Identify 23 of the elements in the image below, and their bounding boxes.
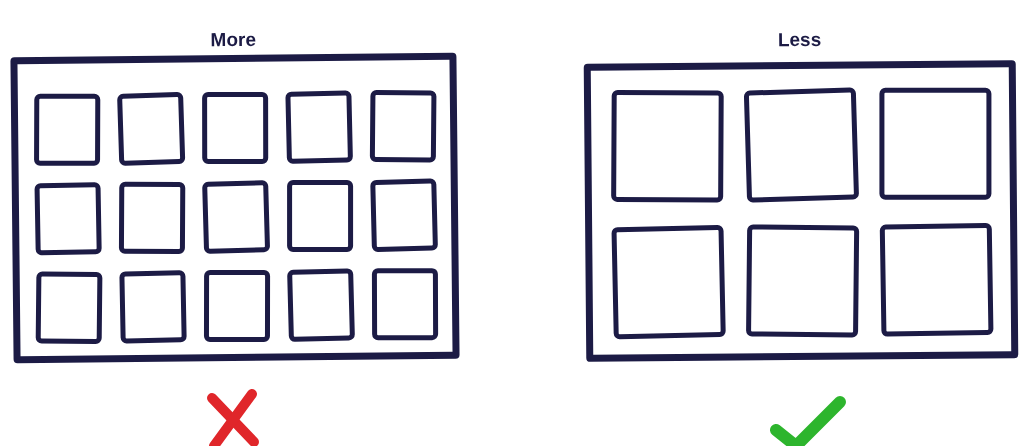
content-box — [287, 180, 354, 253]
content-box — [35, 271, 103, 345]
content-box — [743, 87, 860, 203]
content-box — [119, 270, 187, 344]
content-box — [285, 90, 353, 164]
content-box — [369, 89, 437, 163]
column-heading: Less — [776, 27, 823, 53]
content-box — [371, 268, 439, 341]
column-heading: More — [209, 27, 258, 53]
content-box — [611, 225, 726, 340]
content-box — [746, 224, 860, 338]
content-box — [879, 87, 992, 200]
content-box — [117, 91, 186, 166]
content-box — [879, 222, 994, 337]
content-box — [202, 91, 269, 165]
content-box — [203, 269, 271, 343]
content-box — [202, 180, 271, 254]
content-box — [287, 268, 355, 342]
content-box — [34, 93, 101, 166]
content-box — [611, 89, 724, 203]
content-box — [118, 181, 186, 255]
content-box — [370, 178, 438, 253]
content-box — [34, 182, 102, 256]
